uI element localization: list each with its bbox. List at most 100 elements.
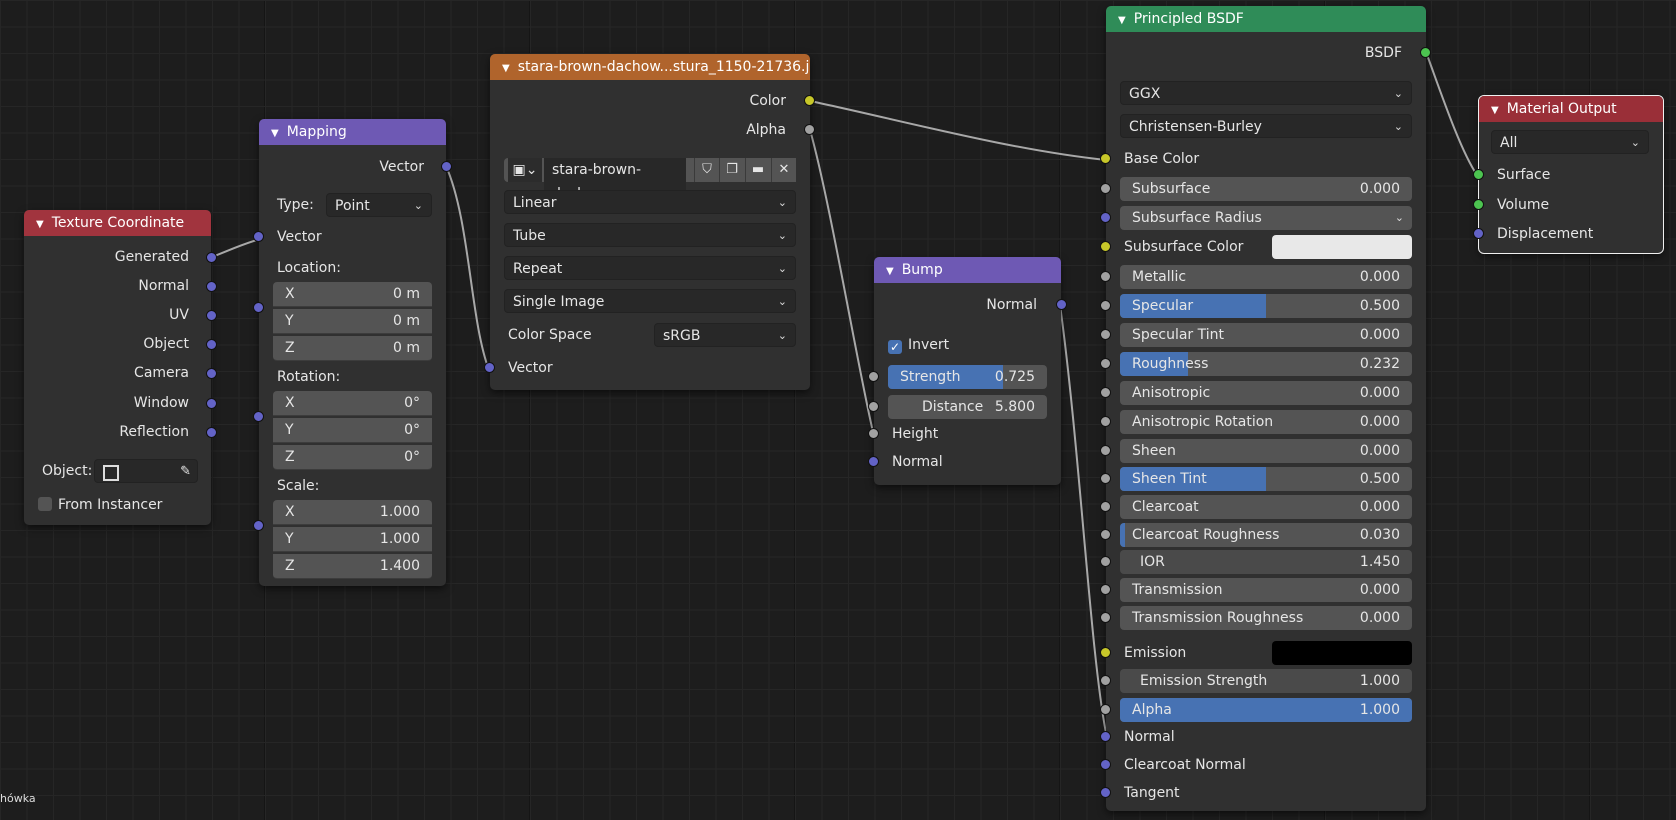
emission-color-swatch[interactable]	[1272, 641, 1412, 665]
socket-distance-in[interactable]	[868, 401, 879, 412]
socket-clearcoat-roughness-in[interactable]	[1100, 529, 1111, 540]
from-instancer-row[interactable]: From Instancer	[38, 494, 162, 516]
type-dropdown[interactable]: Point⌄	[326, 193, 432, 217]
image-browse-icon[interactable]: ▣⌄	[508, 158, 542, 182]
socket-alpha-in[interactable]	[1100, 704, 1111, 715]
socket-emission-strength-in[interactable]	[1100, 675, 1111, 686]
socket-subsurface-radius-in[interactable]	[1100, 212, 1111, 223]
extension-dropdown[interactable]: Repeat⌄	[504, 256, 796, 280]
principled-bsdf-node[interactable]: ▼Principled BSDF BSDF GGX⌄ Christensen-B…	[1100, 6, 1431, 811]
image-selector[interactable]: ▣⌄ stara-brown-dach... ⛉ ❐ ▬ ✕	[504, 158, 796, 206]
subsurface-color-swatch[interactable]	[1272, 235, 1412, 259]
interpolation-dropdown[interactable]: Linear⌄	[504, 190, 796, 214]
socket-transmission-in[interactable]	[1100, 584, 1111, 595]
socket-camera[interactable]	[206, 368, 217, 379]
socket-reflection[interactable]	[206, 427, 217, 438]
socket-specular-in[interactable]	[1100, 300, 1111, 311]
socket-metallic-in[interactable]	[1100, 271, 1111, 282]
socket-vector-in[interactable]	[484, 362, 495, 373]
socket-normal-out[interactable]	[1056, 299, 1067, 310]
source-dropdown[interactable]: Single Image⌄	[504, 289, 796, 313]
material-output-header[interactable]: ▼Material Output	[1479, 96, 1663, 122]
image-texture-header[interactable]: ▼stara-brown-dachow...stura_1150-21736.j…	[490, 54, 810, 80]
socket-emission-in[interactable]	[1100, 647, 1111, 658]
socket-scale-in[interactable]	[253, 520, 264, 531]
socket-object[interactable]	[206, 339, 217, 350]
collapse-icon[interactable]: ▼	[502, 63, 510, 74]
principled-bsdf-header[interactable]: ▼Principled BSDF	[1106, 6, 1426, 32]
socket-ior-in[interactable]	[1100, 556, 1111, 567]
subsurface-method-dropdown[interactable]: Christensen-Burley⌄	[1120, 114, 1412, 138]
collapse-icon[interactable]: ▼	[1118, 15, 1126, 26]
socket-normal[interactable]	[206, 281, 217, 292]
from-instancer-checkbox[interactable]	[38, 497, 52, 511]
socket-anisotropic-in[interactable]	[1100, 387, 1111, 398]
unlink-close-icon[interactable]: ✕	[771, 158, 796, 182]
socket-clearcoat-in[interactable]	[1100, 501, 1111, 512]
eyedropper-icon[interactable]: ✎	[180, 464, 191, 479]
socket-normal-in[interactable]	[1100, 731, 1111, 742]
socket-location-in[interactable]	[253, 302, 264, 313]
collapse-icon[interactable]: ▼	[36, 219, 44, 230]
texture-coordinate-header[interactable]: ▼Texture Coordinate	[24, 210, 211, 236]
invert-checkbox[interactable]: ✓	[888, 340, 902, 354]
projection-dropdown[interactable]: Tube⌄	[504, 223, 796, 247]
socket-clearcoat-normal-in[interactable]	[1100, 759, 1111, 770]
socket-alpha-out[interactable]	[804, 124, 815, 135]
object-picker[interactable]: ✎	[94, 459, 198, 483]
texture-coordinate-node[interactable]: ▼Texture Coordinate Generated Normal UV …	[24, 210, 217, 525]
socket-base-color-in[interactable]	[1100, 153, 1111, 164]
socket-specular-tint-in[interactable]	[1100, 329, 1111, 340]
target-dropdown[interactable]: All⌄	[1491, 130, 1649, 154]
collapse-icon[interactable]: ▼	[271, 128, 279, 139]
color-space-dropdown[interactable]: sRGB⌄	[654, 323, 796, 347]
distribution-dropdown[interactable]: GGX⌄	[1120, 81, 1412, 105]
socket-transmission-roughness-in[interactable]	[1100, 612, 1111, 623]
socket-sheen-tint-in[interactable]	[1100, 473, 1111, 484]
collapse-icon[interactable]: ▼	[886, 266, 894, 277]
socket-uv[interactable]	[206, 310, 217, 321]
socket-vector-out[interactable]	[441, 161, 452, 172]
material-output-node[interactable]: ▼Material Output All⌄ Surface Volume Dis…	[1473, 95, 1664, 254]
socket-displacement-in[interactable]	[1473, 228, 1484, 239]
socket-volume-in[interactable]	[1473, 199, 1484, 210]
socket-color-out[interactable]	[804, 95, 815, 106]
socket-normal-in[interactable]	[868, 456, 879, 467]
socket-surface-in[interactable]	[1473, 169, 1484, 180]
fake-user-shield-icon[interactable]: ⛉	[694, 158, 719, 182]
subsurface-radius-dropdown[interactable]: Subsurface Radius⌄	[1120, 206, 1412, 230]
socket-window[interactable]	[206, 398, 217, 409]
open-folder-icon[interactable]: ▬	[745, 158, 770, 182]
socket-roughness-in[interactable]	[1100, 358, 1111, 369]
socket-sheen-in[interactable]	[1100, 445, 1111, 456]
mapping-header[interactable]: ▼Mapping	[259, 119, 446, 145]
socket-anisotropic-rotation-in[interactable]	[1100, 416, 1111, 427]
image-texture-node[interactable]: ▼stara-brown-dachow...stura_1150-21736.j…	[484, 54, 815, 390]
